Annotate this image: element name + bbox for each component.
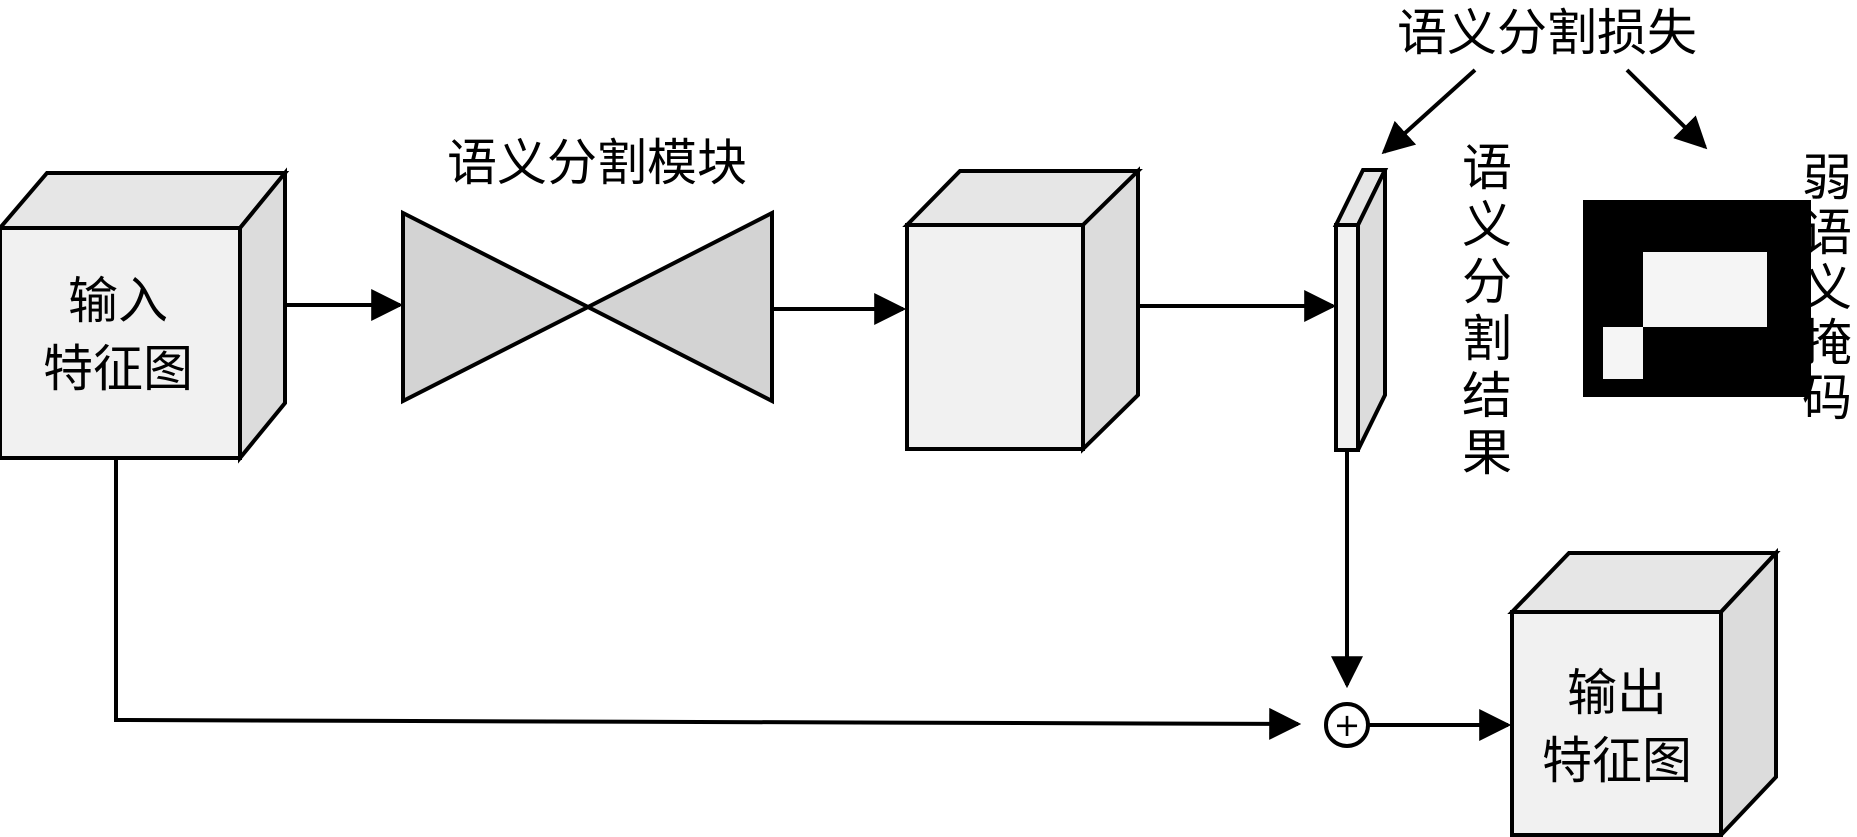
loss-label: 语义分割损失: [1397, 4, 1697, 62]
skip-connection-arrow: [114, 458, 1302, 740]
mask-label: 弱语义掩码: [1802, 149, 1852, 427]
input-label-line1: 输入: [68, 272, 168, 330]
output-label-line1: 输出: [1567, 664, 1667, 722]
result-label: 语义分割结果: [1462, 139, 1512, 482]
input-label-line2: 特征图: [43, 340, 193, 398]
weak-semantic-mask: [1583, 200, 1811, 397]
input-feature-cube: [0, 167, 290, 464]
segmentation-result-slab: [1332, 168, 1389, 452]
sum-symbol: +: [1334, 706, 1361, 744]
result-label-text: 语义分割结果: [1462, 139, 1512, 482]
arrow-loss-to-mask: [1625, 68, 1708, 150]
arrow-loss-to-result: [1381, 68, 1477, 155]
output-feature-cube: [1507, 547, 1781, 837]
intermediate-feature-cube: [902, 166, 1143, 454]
segmentation-module-hourglass: [401, 209, 774, 405]
output-label-line2: 特征图: [1542, 732, 1692, 790]
element-wise-sum-node: +: [1324, 702, 1370, 748]
module-label: 语义分割模块: [447, 134, 747, 192]
